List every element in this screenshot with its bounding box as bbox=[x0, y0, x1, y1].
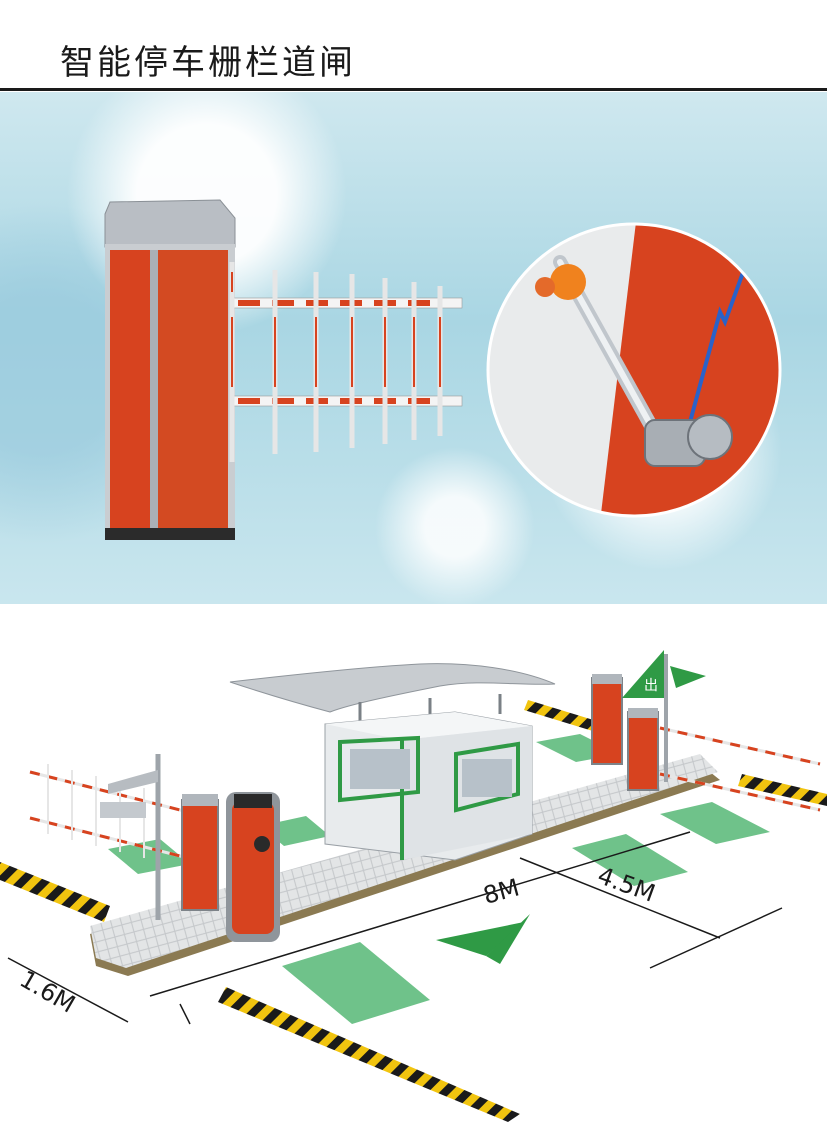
entry-direction-arrow-icon bbox=[436, 914, 530, 964]
exit-fence-arm bbox=[659, 726, 821, 812]
dimension-island-width: 1.6M bbox=[15, 965, 80, 1019]
title-band: 智能停车栅栏道闸 bbox=[0, 0, 827, 92]
spring-mechanism-closeup bbox=[488, 224, 780, 516]
exit-sign: 出 bbox=[622, 650, 706, 782]
page-title: 智能停车栅栏道闸 bbox=[60, 43, 356, 83]
ticket-dispenser bbox=[226, 792, 280, 942]
barrier-gate-illustration bbox=[104, 199, 782, 540]
exit-barrier-cabinets bbox=[591, 674, 659, 791]
hazard-stripe-bottom bbox=[218, 987, 520, 1122]
guard-booth bbox=[229, 663, 556, 861]
fence-arm bbox=[229, 262, 463, 462]
title-rule bbox=[0, 88, 827, 91]
exit-sign-text: 出 bbox=[644, 678, 658, 694]
entry-camera-pole bbox=[100, 754, 161, 920]
hazard-stripe-left bbox=[0, 862, 110, 922]
parking-layout-diagram: 出 1.6M 8M 4.5M bbox=[0, 604, 827, 1122]
hazard-stripe-top-right bbox=[524, 700, 827, 806]
entry-barrier-cabinet bbox=[181, 794, 219, 911]
product-photo-panel bbox=[0, 92, 827, 604]
dimension-lane-length: 8M bbox=[480, 873, 522, 909]
dimension-lines bbox=[7, 831, 783, 1025]
